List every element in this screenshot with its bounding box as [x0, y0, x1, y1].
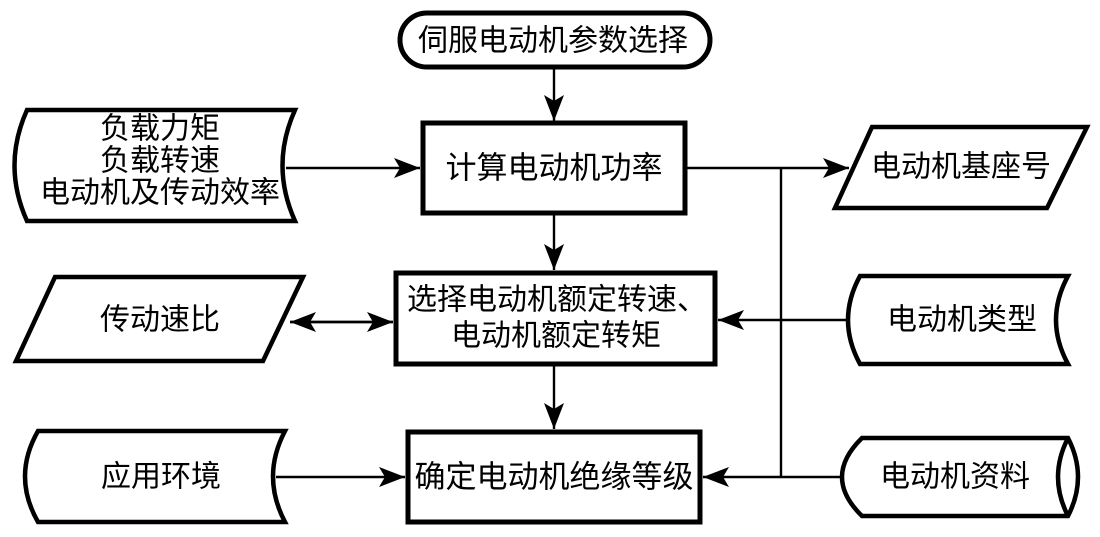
environment-label: 应用环境 [101, 461, 221, 494]
select-rating-process-shape [393, 270, 718, 367]
select-rating-line-2: 电动机额定转矩 [451, 320, 661, 353]
motor-type-label: 电动机类型 [887, 304, 1037, 337]
insulation-process-shape [405, 429, 703, 525]
frame-size-parallelogram-shape [831, 124, 1091, 211]
drive-ratio-label: 传动速比 [100, 304, 220, 337]
load-inputs-line-3: 电动机及传动效率 [40, 177, 280, 210]
frame-size-label: 电动机基座号 [871, 151, 1051, 184]
motor-type-shape [845, 273, 1072, 367]
load-inputs-line-1: 负载力矩 [100, 113, 220, 146]
load-inputs-shape [12, 107, 299, 224]
start-terminator-shape [397, 10, 713, 70]
start-terminator-label: 伺服电动机参数选择 [418, 25, 688, 58]
motor-data-cylinder-shape [839, 435, 1081, 519]
motor-data-cylinder-cap [1055, 436, 1071, 518]
calc-power-label: 计算电动机功率 [446, 151, 663, 186]
load-inputs-line-2: 负载转速 [100, 145, 220, 178]
environment-shape [22, 428, 289, 525]
select-rating-line-1: 选择电动机额定转速、 [407, 284, 707, 317]
calc-power-process-shape [420, 120, 688, 216]
motor-data-label: 电动机资料 [880, 461, 1030, 494]
drive-ratio-parallelogram-shape [12, 274, 307, 364]
insulation-label: 确定电动机绝缘等级 [415, 460, 694, 495]
